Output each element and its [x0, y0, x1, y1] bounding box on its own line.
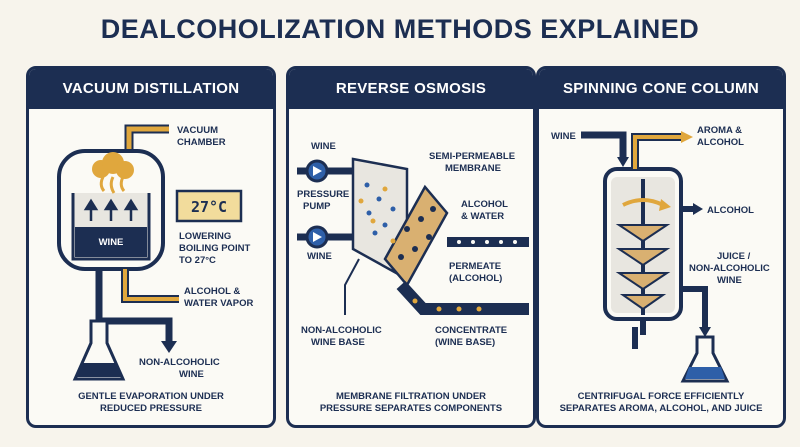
permeate-dots: [457, 240, 517, 244]
molecule-dots: [364, 182, 396, 236]
aroma-pipe: [633, 135, 683, 169]
vapor-pipe: [123, 269, 179, 301]
reverse-osmosis-panel: REVERSE OSMOSIS WINE PRESSURE PUMP WINE: [286, 66, 536, 428]
page-title: DEALCOHOLIZATION METHODS EXPLAINED: [100, 14, 700, 44]
wine-label: WINE: [99, 237, 124, 248]
wine-base-label-2: WINE BASE: [311, 337, 365, 348]
caption-line-2: SEPARATES AROMA, ALCOHOL, AND JUICE: [560, 403, 763, 414]
pressure-label-2: PUMP: [303, 201, 331, 212]
lowering-label: LOWERING: [179, 231, 231, 242]
evaporation-arrows: [83, 198, 139, 221]
wine-liquid: [75, 227, 147, 257]
flask-icon: [680, 335, 730, 383]
pressure-label: PRESSURE: [297, 189, 349, 200]
concentrate-label-2: (WINE BASE): [435, 337, 495, 348]
lowering-label-3: TO 27°C: [179, 255, 216, 266]
chamber-label: VACUUM: [177, 125, 218, 136]
panel-heading: VACUUM DISTILLATION: [29, 69, 273, 109]
caption-line-1: MEMBRANE FILTRATION UNDER: [336, 391, 486, 402]
non-alcoholic-label-2: WINE: [179, 369, 204, 380]
vapor-pipe-outline: [121, 269, 179, 303]
membrane-pores: [398, 206, 436, 260]
aroma-label: AROMA &: [697, 125, 742, 136]
flask-icon: [72, 319, 126, 381]
alcohol-arrow-icon: [693, 203, 703, 215]
concentrate-pipe: [396, 280, 529, 315]
alcohol-water-label: ALCOHOL: [461, 199, 508, 210]
caption-line-1: GENTLE EVAPORATION UNDER: [78, 391, 224, 402]
aroma-label-2: ALCOHOL: [697, 137, 744, 148]
molecule-dots-gold: [358, 186, 396, 244]
vacuum-distillation-diagram: WINE 27°C VACUUM CHAMBER LOWERING BOILIN…: [57, 124, 253, 414]
caption-line-1: CENTRIFUGAL FORCE EFFICIENTLY: [578, 391, 745, 402]
outlet-arrow-icon: [161, 341, 177, 353]
caption-line-2: REDUCED PRESSURE: [100, 403, 202, 414]
spinning-cone-panel: SPINNING CONE COLUMN WINE AROMA & ALCOHO…: [536, 66, 786, 428]
concentrate-dots: [412, 298, 482, 312]
wine-base-label: NON-ALCOHOLIC: [301, 325, 382, 336]
panel-heading: REVERSE OSMOSIS: [289, 69, 533, 109]
juice-arrow-icon: [699, 327, 711, 337]
lowering-label-2: BOILING POINT: [179, 243, 250, 254]
spin-arrow: [622, 198, 664, 207]
leader-line: [344, 258, 360, 315]
outlet-pipe: [95, 269, 173, 343]
wine-label-bottom: WINE: [307, 251, 332, 262]
vacuum-pipe: [126, 126, 169, 149]
temperature-display: [175, 189, 243, 223]
juice-label-3: WINE: [717, 275, 742, 286]
non-alcoholic-label: NON-ALCOHOLIC: [139, 357, 220, 368]
vacuum-distillation-panel: VACUUM DISTILLATION WINE 27°C VACUUM CHA…: [26, 66, 276, 428]
aroma-pipe-outline: [631, 133, 683, 169]
alcohol-water-label-2: & WATER: [461, 211, 504, 222]
wine-label-top: WINE: [311, 141, 336, 152]
alcohol-label: ALCOHOL: [707, 205, 754, 216]
wine-inlet-pipe: [581, 131, 627, 159]
wine-label: WINE: [551, 131, 576, 142]
chamber-label-2: CHAMBER: [177, 137, 226, 148]
pump-icon: [305, 159, 329, 249]
juice-label-2: NON-ALCOHOLIC: [689, 263, 770, 274]
membrane-label-2: MEMBRANE: [445, 163, 501, 174]
aroma-arrow-icon: [681, 131, 693, 143]
wine-inlet-arrow-icon: [617, 157, 629, 167]
permeate-label: PERMEATE: [449, 261, 501, 272]
steam-icon: [92, 152, 134, 194]
vacuum-pipe-outline: [124, 124, 169, 149]
spinning-cone-diagram: WINE AROMA & ALCOHOL ALCOHOL JUICE /: [551, 125, 770, 414]
panel-heading: SPINNING CONE COLUMN: [539, 69, 783, 109]
concentrate-label: CONCENTRATE: [435, 325, 507, 336]
spin-arrow-icon: [659, 199, 671, 211]
vapor-label: ALCOHOL &: [184, 286, 240, 297]
cones: [615, 224, 671, 311]
temperature-readout: 27°C: [191, 198, 227, 216]
reverse-osmosis-diagram: WINE PRESSURE PUMP WINE SEMI-PERMEABLE M…: [297, 141, 529, 414]
caption-line-2: PRESSURE SEPARATES COMPONENTS: [320, 403, 502, 414]
juice-outlet-pipe: [681, 286, 708, 329]
permeate-label-2: (ALCOHOL): [449, 273, 502, 284]
juice-label: JUICE /: [717, 251, 751, 262]
vapor-label-2: WATER VAPOR: [184, 298, 253, 309]
juice-pipe: [632, 319, 646, 349]
membrane-label: SEMI-PERMEABLE: [429, 151, 515, 162]
